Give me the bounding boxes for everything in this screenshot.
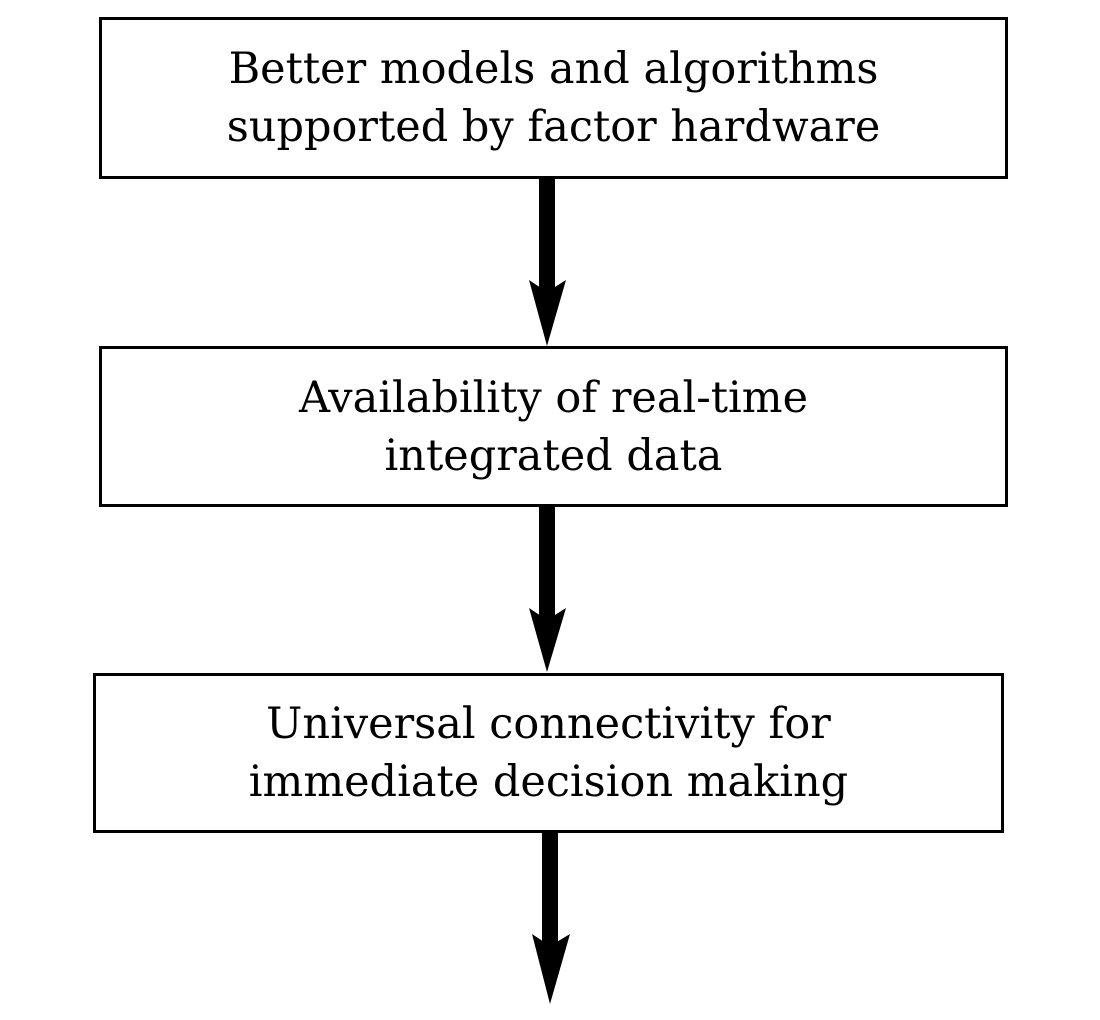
arrow-shaft <box>539 506 555 621</box>
box-text-line: integrated data <box>384 430 723 481</box>
arrow-shaft <box>542 832 558 947</box>
arrow-head <box>532 934 570 1004</box>
flow-box-models-algorithms: Better models and algorithms supported b… <box>99 17 1008 179</box>
arrow-head <box>529 280 566 346</box>
flow-box-universal-connectivity: Universal connectivity for immediate dec… <box>93 673 1004 833</box>
flow-box-real-time-data: Availability of real-time integrated dat… <box>99 346 1008 507</box>
arrow-head <box>529 608 566 672</box>
box-text-line: supported by factor hardware <box>226 102 881 152</box>
box-text-line: Universal connectivity for <box>266 699 831 749</box>
box-text-line: Availability of real-time <box>298 372 809 423</box>
box-text-line: Better models and algorithms <box>228 44 879 94</box>
arrow-shaft <box>539 178 555 293</box>
box-text-line: immediate decision making <box>248 757 849 807</box>
